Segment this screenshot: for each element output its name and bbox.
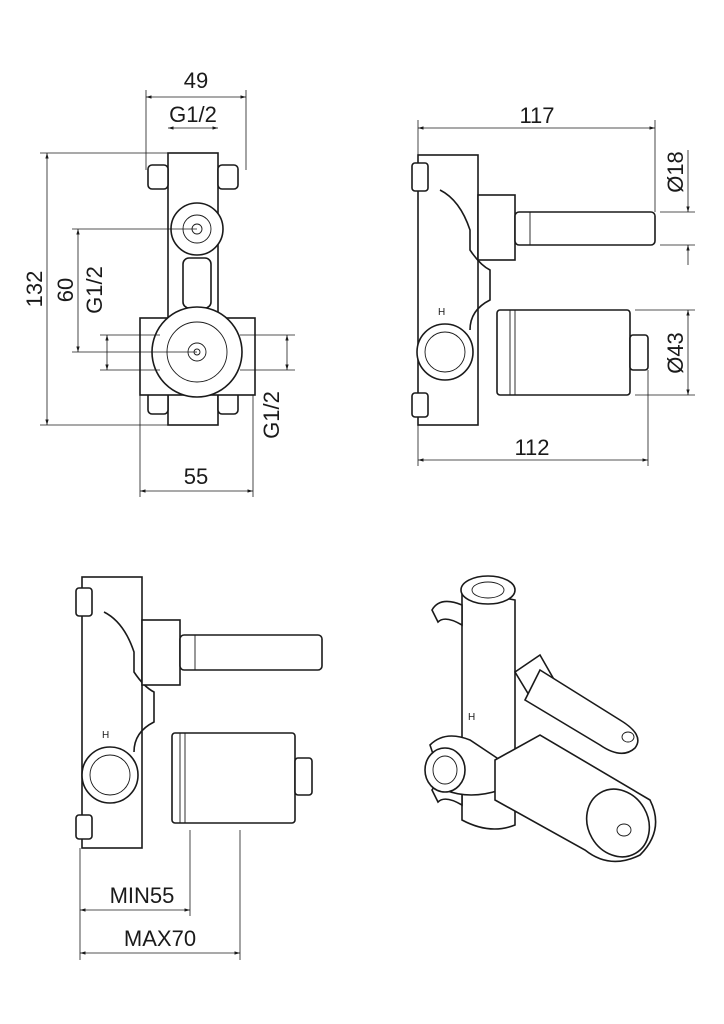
hot-mark: H [438,307,445,318]
dim-width-body: 55 [184,464,208,489]
dim-thread-right: G1/2 [259,391,284,439]
dim-depth-handle: 117 [519,103,554,128]
hot-mark: H [468,712,475,723]
dim-width-top: 49 [184,68,208,93]
dim-cartridge-diameter: Ø43 [663,332,688,374]
dim-min-depth: MIN55 [110,883,175,908]
hot-mark: H [102,730,109,741]
front-view: 49 G1/2 132 60 G1/2 G1/2 55 [22,68,295,497]
dim-max-depth: MAX70 [124,926,196,951]
install-view: H MIN55 MAX70 [75,576,323,960]
dim-thread-top: G1/2 [169,102,217,127]
dim-depth-cartridge: 112 [514,435,549,460]
isometric-view: H [424,575,657,863]
dim-center-distance: 60 [53,278,78,302]
dim-height-total: 132 [22,271,47,308]
dim-thread-left: G1/2 [82,266,107,314]
side-view: H 117 Ø18 Ø43 112 [411,103,695,466]
dim-handle-diameter: Ø18 [663,151,688,193]
